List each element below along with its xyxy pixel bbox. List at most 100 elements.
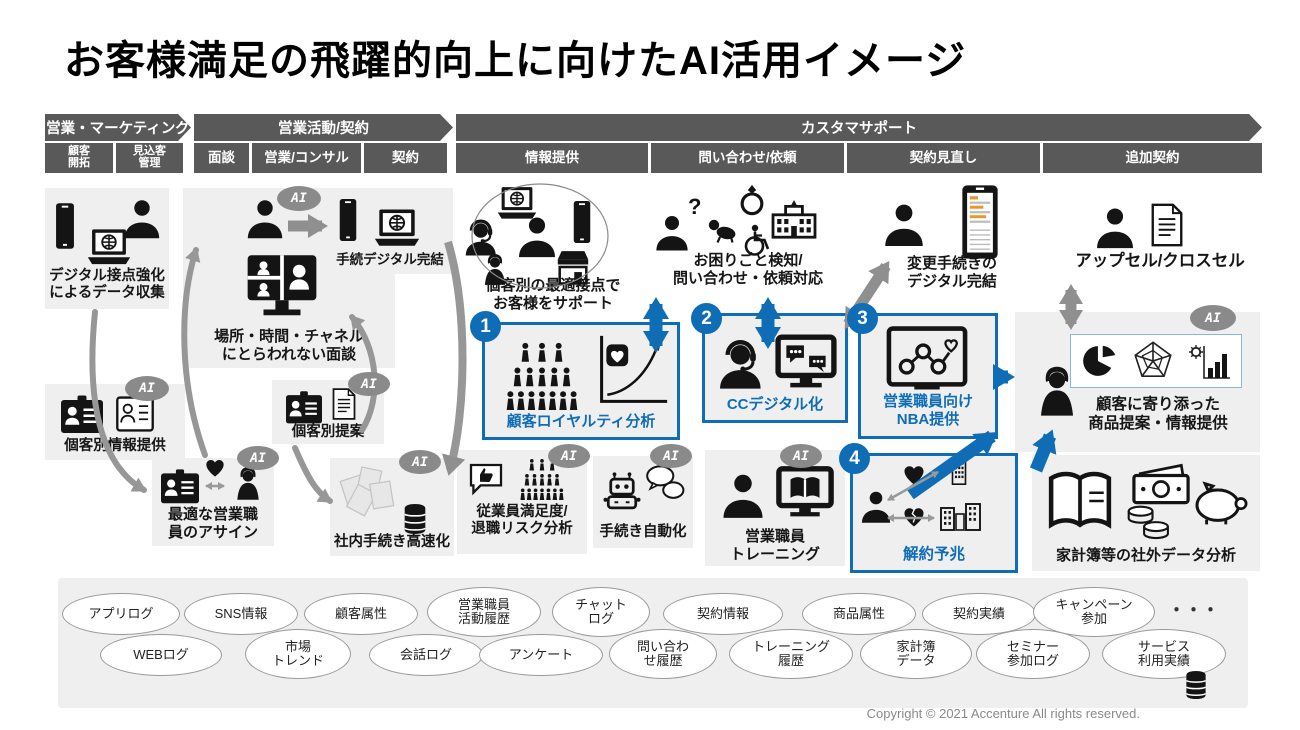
radar-chart-icon [1132,340,1174,382]
step-contract: 契約 [364,143,447,173]
data-source-ellipse: 商品属性 [802,593,916,635]
step-interview: 面談 [194,143,249,173]
speech-bubbles-icon [644,464,686,502]
heart-icon [902,464,926,486]
staff-icon [718,468,768,524]
external-data-label: 家計簿等の社外データ分析 [1055,547,1236,564]
employee-satisfaction-label: 従業員満足度/ 退職リスク分析 [471,504,573,538]
data-source-ellipse: 契約情報 [663,593,783,635]
cc-digital-label: CCデジタル化 [726,396,824,413]
data-source-ellipse: 市場 トレンド [245,629,351,679]
ai-badge: AI [277,186,321,211]
data-source-ellipse: トレーニング 履歴 [729,629,853,679]
ai-badge: AI [780,444,822,468]
phase-band-sales-contract: 営業活動/契約 [194,114,453,141]
database-icon [400,502,430,536]
step-contract-review: 契約見直し [847,143,1040,173]
customer-proposal-label: 顧客に寄り添った 商品提案・情報提供 [1088,396,1228,432]
badge-1: 1 [470,311,501,342]
step-additional-contract: 追加契約 [1043,143,1262,173]
data-source-ellipse: セミナー 参加ログ [976,629,1090,679]
data-source-ellipse: 問い合わ せ履歴 [609,629,717,679]
step-inquiry: 問い合わせ/依頼 [651,143,844,173]
procedure-automation-label: 手続き自動化 [599,524,687,540]
thumbs-up-bubble-icon [466,462,506,498]
upsell-label: アップセル/クロスセル [1075,252,1245,270]
smartphone-icon [52,200,78,252]
data-source-ellipse: アプリログ [62,593,180,635]
loyalty-analysis-label: 顧客ロイヤルティ分析 [506,413,656,430]
building-icon [946,456,972,488]
data-source-ellipse: キャンペーン 参加 [1033,587,1155,637]
pie-chart-icon [1082,344,1116,378]
trouble-detection-label: お困りごと検知/ 問い合わせ・依頼対応 [672,252,823,287]
piggy-bank-icon [1192,478,1250,526]
id-card-icon [56,394,108,436]
page-title: お客様満足の飛躍的向上に向けたAI活用イメージ [64,39,967,83]
crowd-icon [498,338,586,410]
staff-icon [1092,202,1138,254]
store-icon [552,248,594,286]
data-source-ellipse: チャット ログ [552,587,650,637]
call-center-agent-icon [715,338,769,392]
buildings-icon [938,500,984,532]
coins-icon [1124,500,1174,542]
personal-info-label: 個客別情報提供 [64,438,166,454]
data-source-ellipse: アンケート [479,634,603,676]
badge-2: 2 [691,303,722,334]
id-card-icon [158,468,202,506]
customer-icon [652,210,692,256]
staff-icon [880,198,928,252]
data-source-ellipse: WEBログ [100,634,222,676]
chat-monitor-icon [772,332,840,394]
nba-label: 営業職員向け NBA提供 [882,393,973,428]
person-icon [120,196,164,242]
internal-speedup-label: 社内手続き高速化 [334,534,450,550]
data-source-ellipse: 家計簿 データ [860,629,972,679]
woman-icon [478,250,512,290]
ai-badge: AI [399,450,441,474]
form-smartphone-icon [958,184,1002,260]
heart-icon [204,458,226,478]
step-information: 情報提供 [456,143,648,173]
step-prospect-management: 見込客 管理 [116,143,183,173]
staff-training-label: 営業職員 トレーニング [729,528,820,563]
data-source-ellipse: 営業職員 活動履歴 [427,587,541,637]
smartphone-icon [570,198,594,246]
flexible-interview-label: 場所・時間・チャネル にとらわれない面談 [214,328,364,363]
question-mark-icon: ? [688,194,702,219]
data-source-ellipse: SNS情報 [184,593,298,635]
baby-icon [704,216,740,244]
robot-icon [602,468,642,514]
document-icon [1148,200,1186,250]
data-source-ellipse: 会話ログ [369,634,483,676]
paper-stack-icon [338,464,402,520]
badge-3: 3 [847,303,878,334]
school-building-icon [768,198,820,240]
personal-proposal-label: 個客別提案 [291,424,365,440]
laptop-globe-icon [366,206,428,252]
data-source-ellipse: 契約実績 [922,593,1036,635]
customer-icon [858,486,894,528]
smartphone-icon [336,196,360,244]
step-customer-development: 顧客 開拓 [45,143,113,173]
ai-badge: AI [548,444,590,468]
badge-4: 4 [839,443,870,474]
copyright-text: Copyright © 2021 Accenture All rights re… [866,706,1140,721]
more-data-sources: ・・・ [1168,601,1219,620]
node-procedure-automation [593,456,693,548]
optimal-assign-label: 最適な営業職 員のアサイン [167,506,258,541]
digital-contact-label: デジタル接点強化 によるデータ収集 [49,268,165,302]
broken-heart-icon [902,506,926,528]
box-nba [858,313,998,439]
data-source-ellipse: サービス 利用実績 [1102,629,1226,679]
ring-icon [737,182,767,218]
phase-band-sales-marketing: 営業・マーケティング [45,114,191,141]
nba-tablet-icon [874,326,980,392]
data-source-ellipse: 顧客属性 [304,593,418,635]
saleswoman-icon [1030,348,1084,436]
database-icon [1182,668,1210,702]
e-learning-monitor-icon [774,464,836,522]
ai-badge: AI [237,446,279,470]
